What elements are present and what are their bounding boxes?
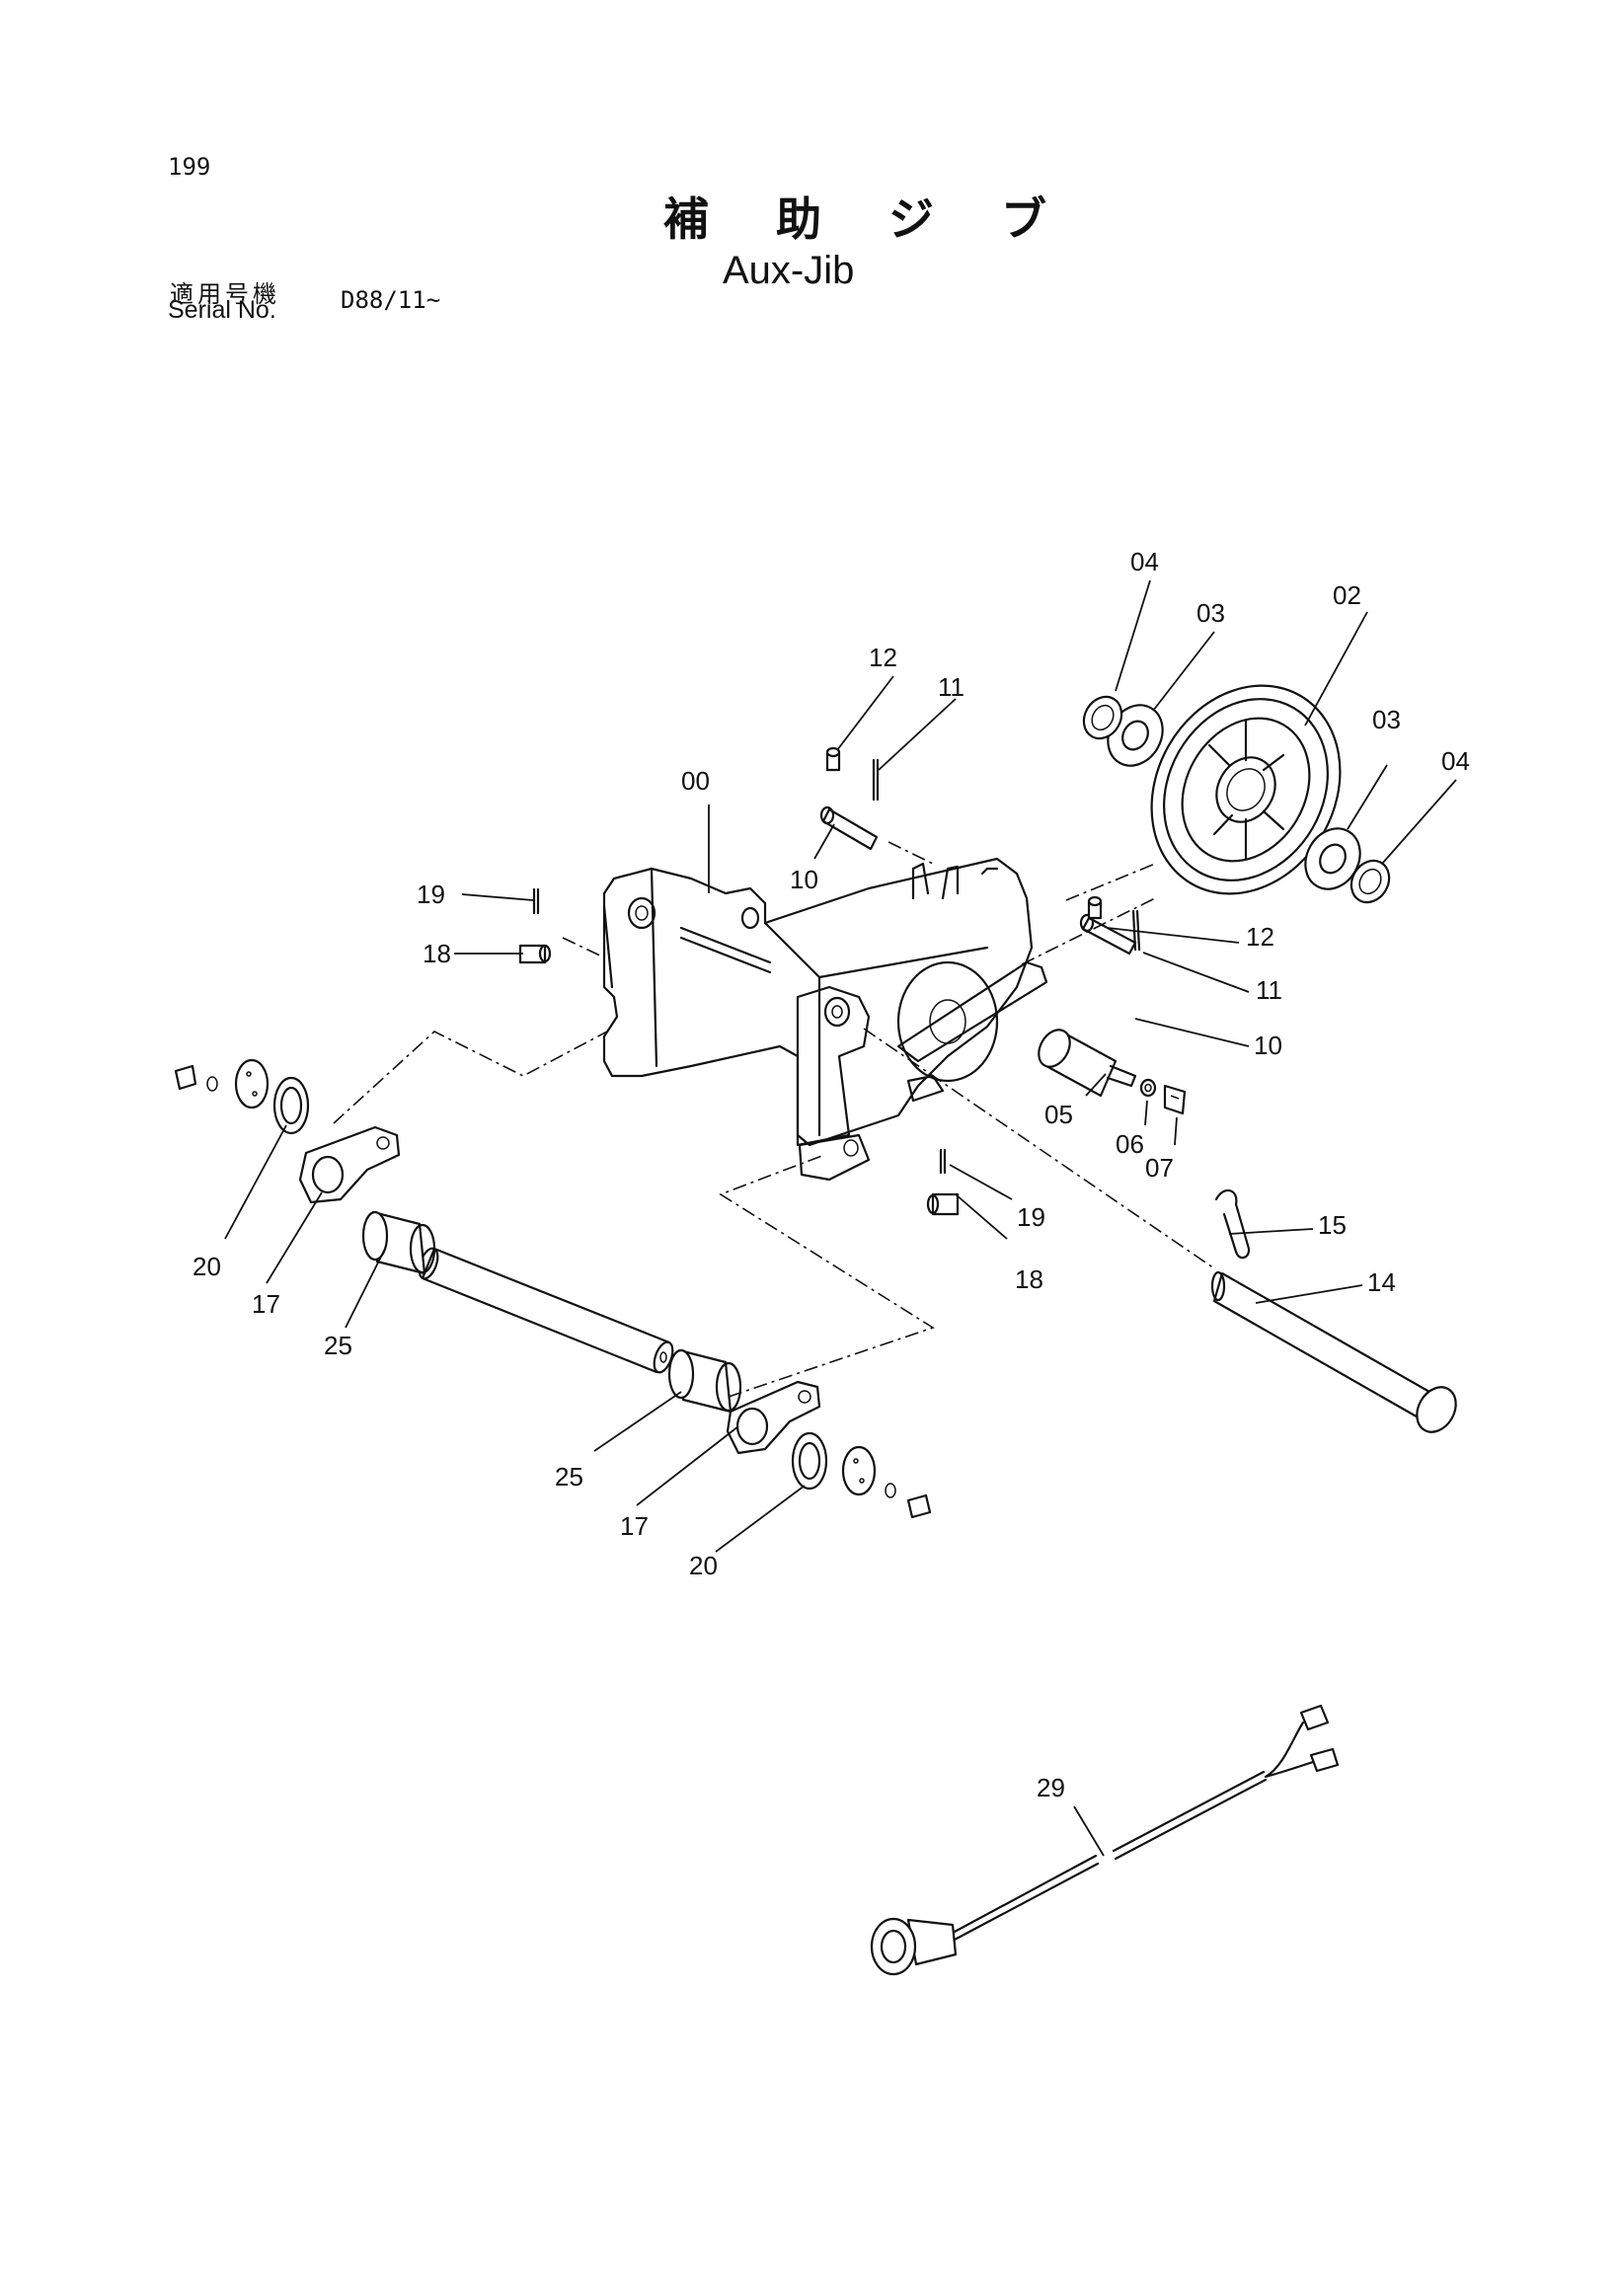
callout-29: 29 xyxy=(1037,1773,1065,1802)
page-number: 199 xyxy=(168,153,211,181)
callout-19-lower: 19 xyxy=(1017,1202,1045,1232)
serial-label-japanese: 適用号機 xyxy=(170,280,280,308)
assembly-lines xyxy=(333,841,1215,1398)
callout-07: 07 xyxy=(1145,1153,1174,1183)
lock-pin-part xyxy=(518,944,960,1216)
callout-25-right: 25 xyxy=(555,1462,583,1492)
callout-20-left: 20 xyxy=(193,1252,221,1281)
callout-10-upper: 10 xyxy=(790,865,818,894)
washer-part xyxy=(1139,1078,1157,1098)
callout-15: 15 xyxy=(1318,1210,1347,1240)
title-japanese: 補 助 ジ ブ xyxy=(663,192,1073,246)
callout-03-lower: 03 xyxy=(1372,705,1401,734)
callout-00: 00 xyxy=(681,766,710,796)
end-bolt-part xyxy=(174,1064,932,1519)
callout-19-upper: 19 xyxy=(417,880,445,909)
callout-02: 02 xyxy=(1333,580,1361,610)
bushing-part xyxy=(361,1210,742,1414)
callout-06: 06 xyxy=(1116,1129,1144,1159)
long-pin-part xyxy=(1210,1270,1457,1433)
end-plate-part xyxy=(234,1058,877,1496)
callout-12-lower: 12 xyxy=(1246,922,1274,952)
callout-04-upper: 04 xyxy=(1130,547,1159,576)
callout-20-right: 20 xyxy=(689,1551,718,1580)
serial-label-english: Serial No. xyxy=(168,296,276,324)
callout-03-upper: 03 xyxy=(1196,598,1225,628)
bolt-part xyxy=(1163,1084,1187,1115)
callout-18-lower: 18 xyxy=(1015,1264,1043,1294)
callout-11-lower: 11 xyxy=(1256,975,1282,1005)
title-english: Aux-Jib xyxy=(723,249,855,292)
callout-04-lower: 04 xyxy=(1441,746,1470,776)
serial-value: D88/11~ xyxy=(341,286,441,314)
cable-harness-part xyxy=(870,1704,1340,1976)
jib-frame-part xyxy=(602,857,1048,1182)
callout-05: 05 xyxy=(1044,1100,1073,1129)
callout-labels: 00 02 03 03 04 04 05 06 07 10 10 11 11 1… xyxy=(193,547,1470,1802)
callout-10-lower: 10 xyxy=(1254,1031,1282,1060)
stopper-plate-part xyxy=(298,1125,821,1455)
callout-17-right: 17 xyxy=(620,1511,649,1541)
callout-18-upper: 18 xyxy=(423,939,451,968)
cylinder-part xyxy=(1038,1029,1137,1098)
callout-25-left: 25 xyxy=(324,1331,352,1360)
spacer-ring-part xyxy=(1082,695,1391,904)
leader-lines xyxy=(224,579,1457,1857)
callout-17-left: 17 xyxy=(252,1289,280,1319)
snap-clip-part xyxy=(1214,1188,1251,1260)
pin-cap-part xyxy=(825,746,1103,920)
callout-12-upper: 12 xyxy=(869,643,897,672)
lower-shaft-part xyxy=(418,1247,674,1374)
callout-11-upper: 11 xyxy=(938,672,964,702)
callout-14: 14 xyxy=(1367,1267,1396,1297)
thrust-washer-part xyxy=(272,1076,828,1491)
